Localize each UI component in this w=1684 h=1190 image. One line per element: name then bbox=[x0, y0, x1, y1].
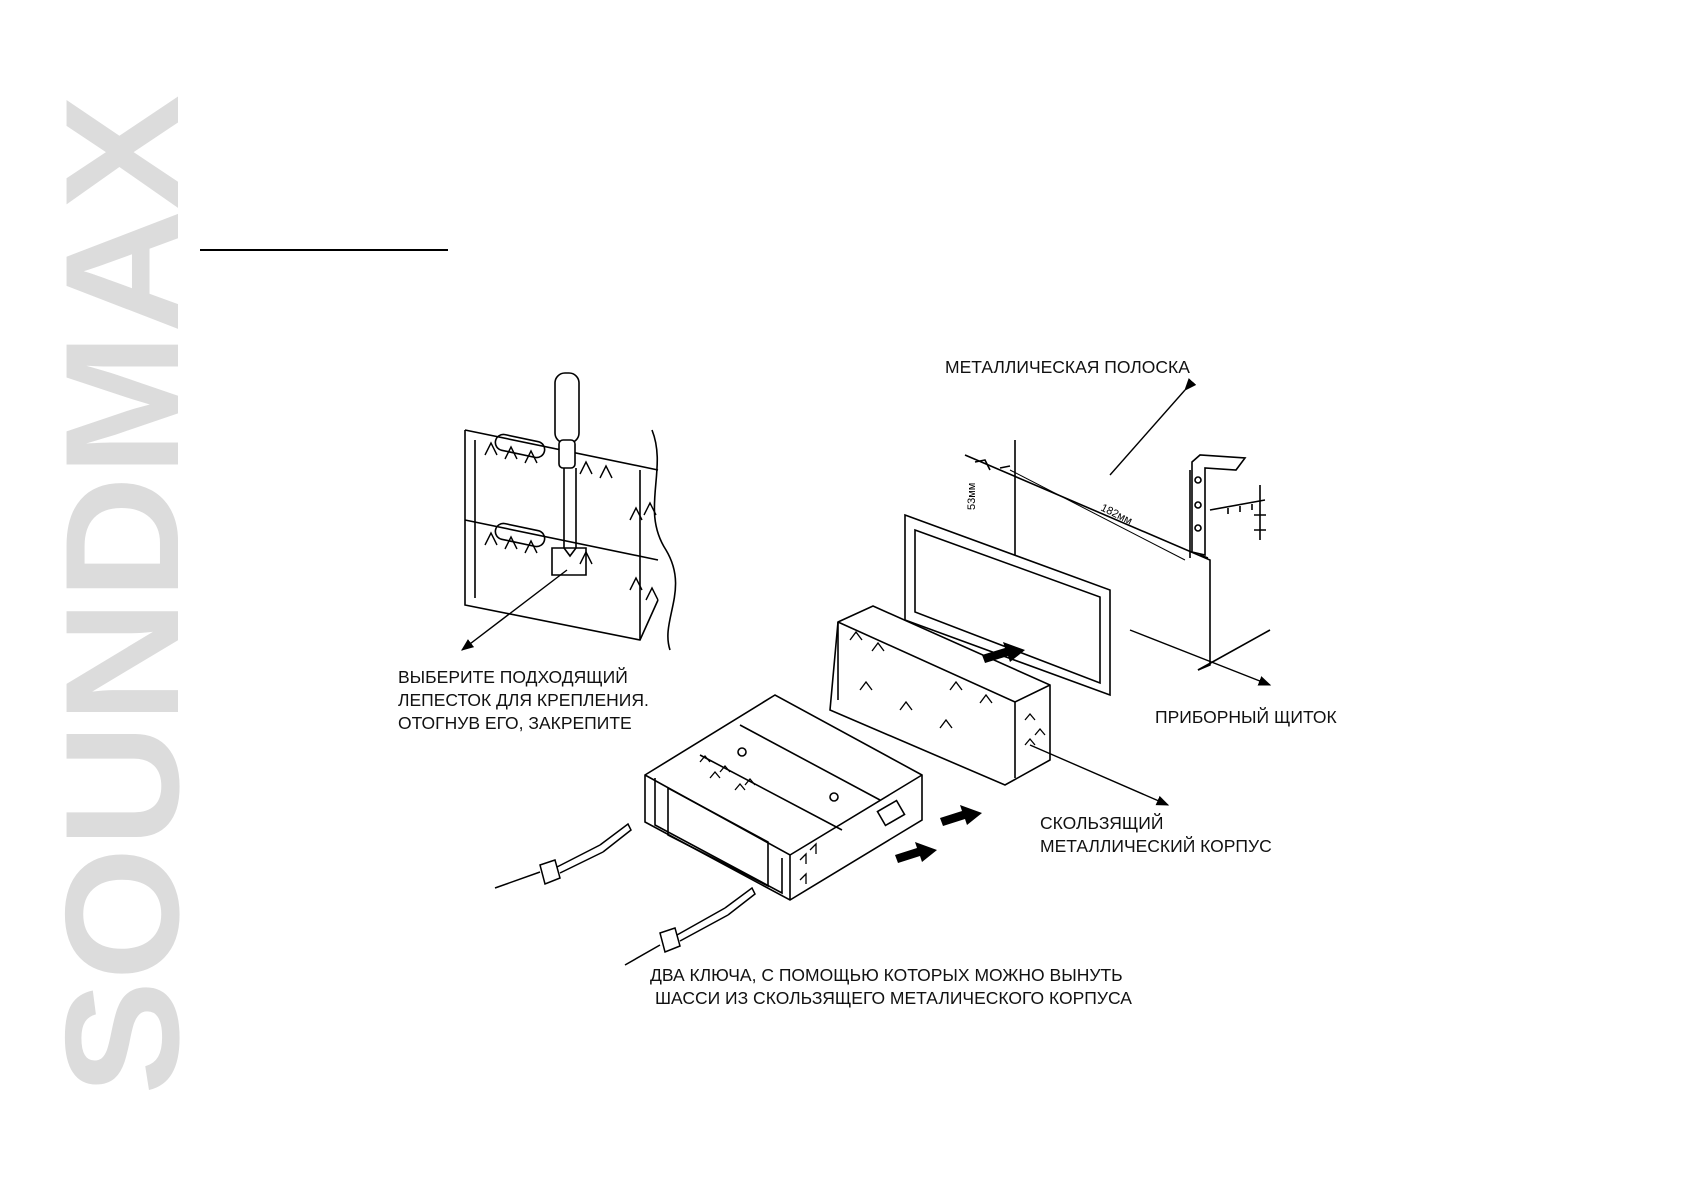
mounting-tab-label-line: ВЫБЕРИТЕ ПОДХОДЯЩИЙ bbox=[398, 667, 628, 687]
insert-arrow-icon bbox=[982, 642, 1025, 663]
sliding-sleeve-label-line: СКОЛЬЗЯЩИЙ bbox=[1040, 813, 1164, 833]
screwdriver-icon bbox=[551, 372, 587, 576]
removal-keys-label-line: ДВА КЛЮЧА, С ПОМОЩЬЮ КОТОРЫХ МОЖНО ВЫНУТ… bbox=[650, 965, 1123, 985]
mounting-cage-closeup bbox=[464, 429, 677, 651]
insert-arrow-icon bbox=[940, 805, 982, 826]
dimension-height-label: 53мм bbox=[966, 483, 978, 510]
header-rule bbox=[200, 249, 448, 251]
removal-key-top bbox=[494, 822, 632, 889]
dashboard-label: ПРИБОРНЫЙ ЩИТОК bbox=[1155, 707, 1337, 727]
dashboard-panel bbox=[904, 440, 1271, 697]
radio-chassis bbox=[644, 694, 923, 901]
metal-strip-bracket bbox=[1191, 454, 1266, 557]
metal-strip-label: МЕТАЛЛИЧЕСКАЯ ПОЛОСКА bbox=[945, 357, 1190, 377]
sliding-sleeve-label: СКОЛЬЗЯЩИЙ МЕТАЛЛИЧЕСКИЙ КОРПУС bbox=[1040, 812, 1272, 858]
brand-text: SOUNDMAX bbox=[32, 95, 190, 1095]
mounting-tab-label-line: ЛЕПЕСТОК ДЛЯ КРЕПЛЕНИЯ. bbox=[398, 690, 649, 710]
removal-keys-label: ДВА КЛЮЧА, С ПОМОЩЬЮ КОТОРЫХ МОЖНО ВЫНУТ… bbox=[650, 964, 1132, 1010]
soundmax-brand-logo: SOUNDMAX bbox=[32, 95, 190, 1095]
removal-keys-label-line: ШАССИ ИЗ СКОЛЬЗЯЩЕГО МЕТАЛИЧЕСКОГО КОРПУ… bbox=[655, 988, 1132, 1008]
mounting-tab-label-line: ОТОГНУВ ЕГО, ЗАКРЕПИТЕ bbox=[398, 713, 632, 733]
mounting-tab-label: ВЫБЕРИТЕ ПОДХОДЯЩИЙ ЛЕПЕСТОК ДЛЯ КРЕПЛЕН… bbox=[398, 666, 649, 735]
sliding-metal-sleeve bbox=[829, 605, 1051, 786]
removal-key-bottom bbox=[624, 886, 756, 966]
insert-arrow-icon bbox=[895, 842, 937, 863]
dimension-width-label: 182мм bbox=[1099, 502, 1134, 527]
sliding-sleeve-label-line: МЕТАЛЛИЧЕСКИЙ КОРПУС bbox=[1040, 836, 1272, 856]
